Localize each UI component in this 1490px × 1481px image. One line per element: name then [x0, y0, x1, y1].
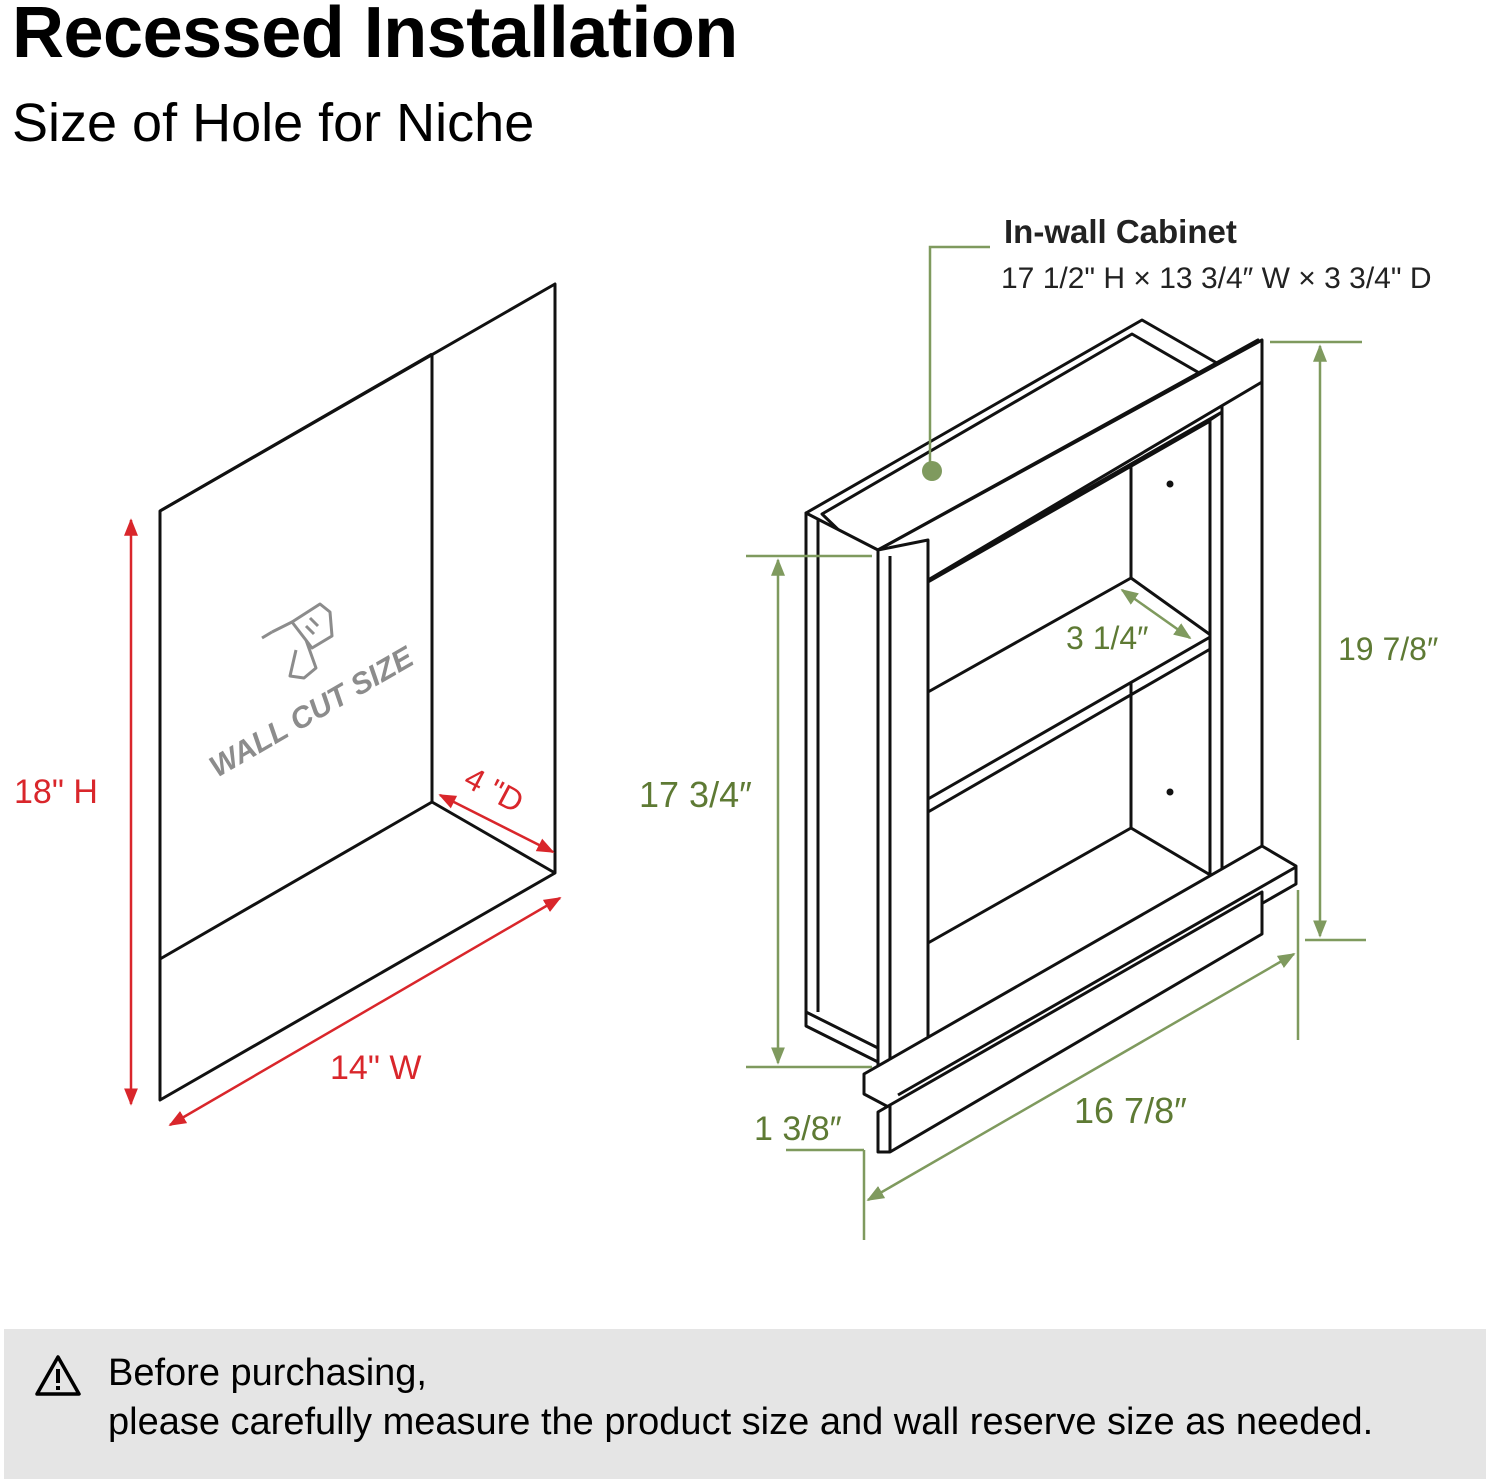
cabinet-drawing [804, 318, 1298, 1154]
width-dimension-arrow [168, 896, 562, 1127]
cabinet-floor-back [1130, 826, 1213, 878]
cabinet-left-post [876, 538, 930, 1076]
cabinet-shelf [926, 576, 1214, 801]
drill-icon [261, 602, 334, 680]
installation-diagram: WALL CUT SIZE 18" H 14" W 4 "D [14, 213, 1438, 1240]
page-title: Recessed Installation [12, 0, 738, 73]
overall-height-label: 19 7/8″ [1338, 631, 1438, 667]
callout-title: In-wall Cabinet [1004, 213, 1237, 250]
callout-size: 17 1/2" H × 13 3/4″ W × 3 3/4" D [1001, 262, 1432, 295]
cabinet-floor-front [927, 826, 1132, 945]
wall-cut-back-edge [159, 352, 433, 513]
cabinet-left-bottom-edge [805, 1010, 879, 1050]
depth-dimension-arrow [438, 793, 555, 854]
note-box [4, 1329, 1486, 1479]
cabinet-back-upper [927, 418, 1213, 584]
warning-triangle-icon [35, 1355, 81, 1396]
callout-dot [922, 461, 942, 481]
cabinet-shelf-front [927, 646, 1213, 814]
shelf-depth-arrow [1120, 588, 1192, 640]
cabinet-right-post-side [1208, 410, 1224, 892]
callout-leader-line [928, 245, 990, 470]
height-dimension-label: 18" H [14, 773, 98, 811]
cabinet-bottom-flange-edge [897, 865, 1297, 1097]
mounting-hole-upper [1166, 480, 1174, 488]
overall-width-label: 16 7/8″ [1074, 1090, 1187, 1131]
overall-width-arrow [866, 952, 1296, 1202]
shelf-depth-label: 3 1/4″ [1066, 620, 1149, 656]
page-subtitle: Size of Hole for Niche [12, 93, 535, 153]
mounting-hole-lower [1166, 788, 1174, 796]
note-line-2: please carefully measure the product siz… [108, 1401, 1374, 1443]
wall-cut-floor-edge [431, 800, 556, 875]
wall-cut-inner-bottom [159, 800, 433, 961]
flange-label: 1 3/8″ [754, 1110, 842, 1148]
inner-height-label: 17 3/4″ [639, 774, 752, 815]
cabinet-bottom-box [876, 890, 1264, 1154]
cabinet-dimension-lines [746, 340, 1366, 1240]
note-line-1: Before purchasing, [108, 1352, 427, 1394]
wall-cut-watermark: WALL CUT SIZE [204, 640, 420, 784]
width-dimension-label: 14" W [330, 1049, 421, 1087]
